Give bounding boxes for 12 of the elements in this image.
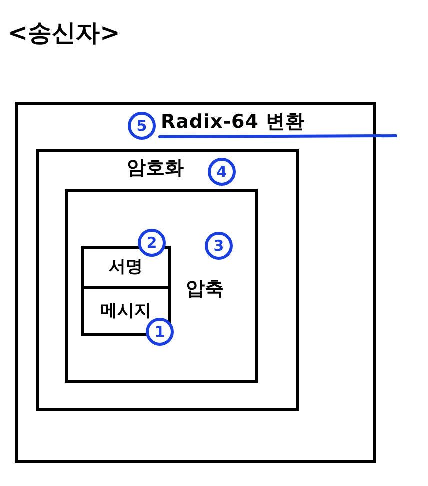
callout-number: 2 [138,229,166,257]
callout-number: 3 [205,232,233,260]
callout-number: 1 [146,318,174,346]
box-label: 서명 [108,257,144,278]
callout-number: 4 [208,158,236,186]
box-label: 압축 [186,278,225,302]
title: <송신자> [8,18,120,48]
box-label: Radix-64 변환 [161,111,306,135]
callout-number: 5 [128,112,156,140]
box [15,102,376,463]
box [36,149,299,411]
box-label: 암호화 [127,157,185,181]
